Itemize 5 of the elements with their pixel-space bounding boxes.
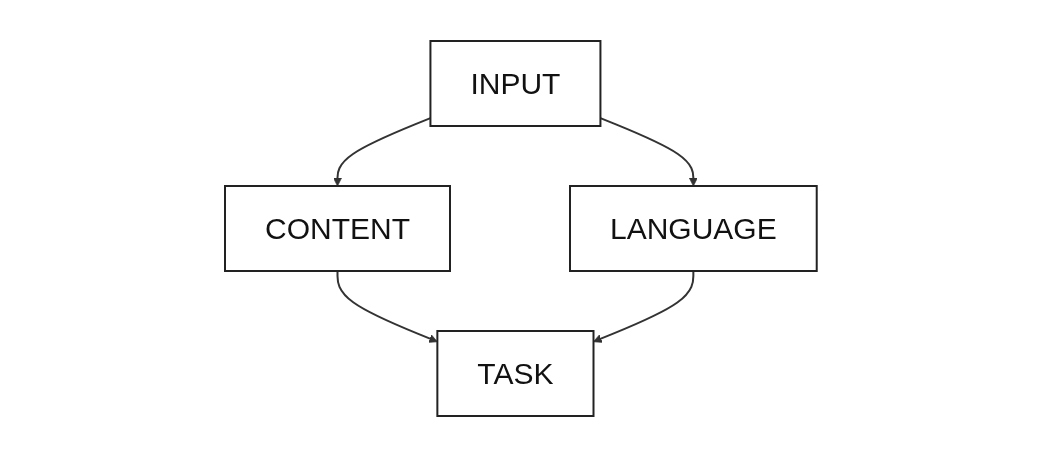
node-box: TASK	[436, 330, 595, 417]
node-box: CONTENT	[223, 185, 451, 272]
arrow	[336, 270, 438, 343]
node-box: LANGUAGE	[568, 185, 818, 272]
node-box: INPUT	[429, 40, 602, 127]
